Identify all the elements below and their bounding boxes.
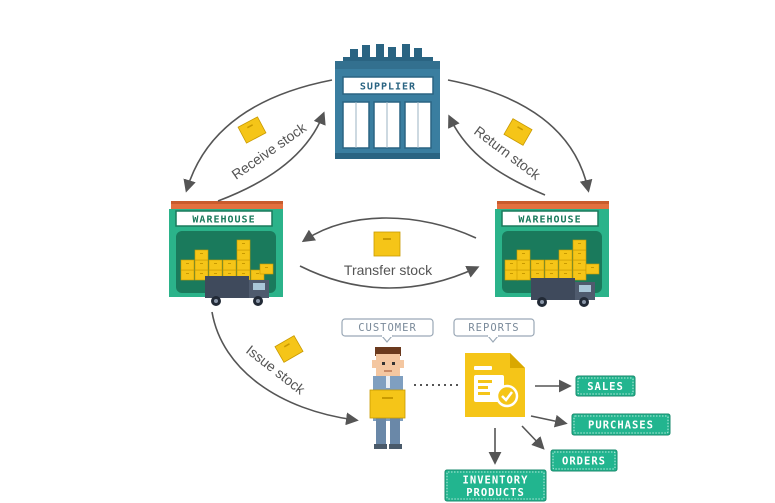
inventory-label: INVENTORY [463, 475, 529, 487]
inventory-products-report-button[interactable]: INVENTORY PRODUCTS [444, 469, 547, 502]
reports-document-icon [465, 353, 525, 417]
transfer-stock-group: Transfer stock [344, 231, 433, 278]
customer-tag: CUSTOMER [341, 318, 434, 343]
supplier-sign [342, 76, 434, 95]
arrow-issue-stock [211, 311, 359, 426]
warehouse-left: WAREHOUSE [169, 201, 283, 306]
warehouse-left-label: WAREHOUSE [192, 215, 255, 226]
reports-tag: REPORTS [453, 318, 535, 343]
arrow-transfer-left [301, 217, 477, 243]
purchases-report-button[interactable]: PURCHASES [571, 413, 671, 436]
report-arrows [488, 379, 572, 465]
arrow-receive-stock [217, 111, 326, 202]
sales-label: SALES [587, 381, 624, 393]
warehouse-right-label: WAREHOUSE [518, 215, 581, 226]
return-stock-group: Return stock [471, 118, 544, 183]
box-icon [237, 116, 267, 144]
issue-stock-group: Issue stock [243, 335, 309, 398]
arrow-transfer-right [299, 265, 480, 289]
purchases-label: PURCHASES [588, 420, 654, 432]
flow-arrows [183, 79, 593, 426]
receive-stock-group: Receive stock [229, 116, 310, 182]
box-icon [274, 335, 304, 363]
orders-report-button[interactable]: ORDERS [550, 449, 618, 472]
orders-label: ORDERS [562, 456, 606, 468]
warehouse-right: WAREHOUSE [495, 201, 609, 307]
box-icon [369, 389, 406, 419]
transfer-stock-label: Transfer stock [344, 262, 433, 278]
truck-right-icon [531, 278, 595, 307]
customer-tag-label: CUSTOMER [358, 322, 417, 334]
arrow-return-stock [448, 114, 546, 196]
supplier-label: SUPPLIER [360, 82, 416, 93]
supplier-doors [342, 101, 432, 149]
customer-figure [369, 347, 406, 449]
arrow-supplier-to-right [447, 79, 593, 193]
supplier-building: SUPPLIER [335, 44, 440, 159]
box-icon [503, 118, 533, 146]
reports-tag-label: REPORTS [468, 322, 519, 334]
truck-left-icon [205, 276, 269, 306]
products-label: PRODUCTS [466, 487, 525, 499]
box-icon [373, 231, 401, 257]
sales-report-button[interactable]: SALES [575, 375, 636, 397]
arrow-supplier-to-left [183, 79, 333, 193]
